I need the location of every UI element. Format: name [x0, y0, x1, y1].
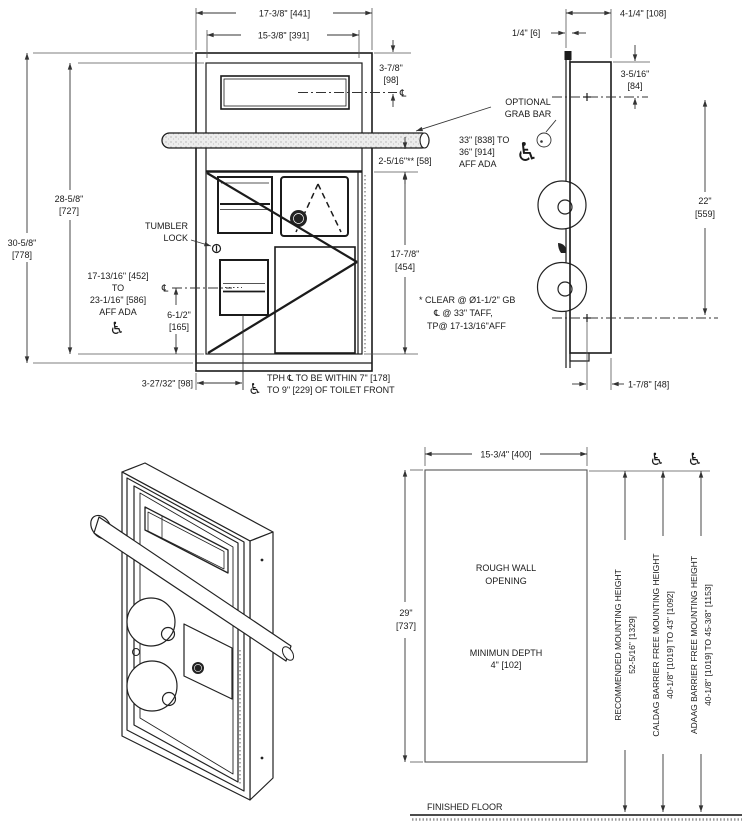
- dim-lower-h-2: [454]: [395, 262, 415, 272]
- rough-depth-label-1: MINIMUN DEPTH: [470, 648, 543, 658]
- tp-height-note-1: 17-13/16" [452]: [87, 271, 148, 281]
- dim-width-outer: 17-3/8" [441]: [259, 9, 310, 19]
- tp-centerline-icon: ℄: [161, 284, 169, 295]
- wheelchair-icon: ♿: [109, 319, 124, 338]
- mount-recommended-label: RECOMMENDED MOUNTING HEIGHT: [613, 569, 623, 721]
- iso-disposal-door: [183, 623, 233, 700]
- dim-top-cl-2: [84]: [627, 81, 642, 91]
- tp-height-note-3: 23-1/16" [586]: [90, 295, 146, 305]
- disposal-emblem-icon: [290, 210, 307, 227]
- tumbler-lock-icon: [211, 243, 222, 254]
- slot-centerline-icon: ℄: [399, 89, 407, 100]
- dim-height-inner-2: [727]: [59, 206, 79, 216]
- dim-flange: 1/4" [6]: [512, 28, 540, 38]
- dim-bar-gap: 2-5/16"** [58]: [378, 156, 431, 166]
- iso-toilet-roll-lower: [126, 660, 178, 712]
- wheelchair-icon: ♿: [649, 450, 664, 469]
- side-cabinet-body: [569, 61, 612, 354]
- iso-side-face: [249, 531, 274, 801]
- mount-adaag-label: ADAAG BARRIER FREE MOUNTING HEIGHT: [689, 556, 699, 734]
- grab-bar: [161, 132, 430, 149]
- rough-opening-label-2: OPENING: [485, 576, 527, 586]
- dim-slot-cl-1: 3-7/8": [379, 63, 403, 73]
- mount-caldag-label: CALDAG BARRIER FREE MOUNTING HEIGHT: [651, 553, 661, 736]
- mounting-height-dimensions: RECOMMENDED MOUNTING HEIGHT 52-5/16" [13…: [613, 471, 713, 812]
- tph-note-1: TPH ℄ TO BE WITHIN 7" [178]: [267, 373, 390, 383]
- disposal-door: [280, 176, 349, 237]
- iso-toilet-roll-upper: [126, 597, 176, 647]
- iso-window-slot: [144, 506, 229, 574]
- rough-dim-width: 15-3/4" [400]: [480, 450, 531, 460]
- front-dimensions: 17-3/8" [441] 15-3/8" [391] 3-7/8" [98] …: [8, 8, 432, 390]
- lower-tissue-door: [219, 259, 269, 316]
- iso-lock-icon: [132, 648, 140, 656]
- mount-recommended-value: 52-5/16" [1329]: [627, 616, 637, 674]
- dim-tp-bottom-1: 6-1/2": [167, 310, 191, 320]
- dim-lower-h-1: 17-7/8": [391, 249, 420, 259]
- dim-height-outer-2: [778]: [12, 250, 32, 260]
- wheelchair-icon: ♿: [687, 450, 702, 469]
- tumbler-lock-label-1: TUMBLER: [145, 221, 189, 231]
- tph-note-2: TO 9" [229] OF TOILET FRONT: [267, 385, 395, 395]
- grab-bar-label-2: GRAB BAR: [505, 109, 552, 119]
- mount-caldag-value: 40-1/8" [1019] TO 43" [1092]: [665, 591, 675, 699]
- front-elevation-view: ℄ ℄: [8, 8, 557, 398]
- upper-tissue-door: [217, 176, 273, 234]
- lower-right-panel: [274, 246, 356, 354]
- rough-opening-label-1: ROUGH WALL: [476, 563, 536, 573]
- rough-opening-rect: [424, 469, 588, 763]
- side-dimensions: 4-1/4" [108] 1/4" [6] 3-5/16" [84] 22" […: [512, 9, 715, 390]
- side-elevation-view: 4-1/4" [108] 1/4" [6] 3-5/16" [84] 22" […: [419, 9, 718, 390]
- dim-tph-offset: 3-27/32" [98]: [142, 379, 193, 389]
- rough-opening-view: 15-3/4" [400] 29" [737] ROUGH WALL OPENI…: [396, 447, 742, 821]
- iso-grab-bar: [90, 514, 295, 662]
- tp-height-note-2: TO: [112, 283, 124, 293]
- dim-slot-cl-2: [98]: [383, 75, 398, 85]
- dim-cl-span-1: 22": [698, 196, 711, 206]
- dim-top-cl-1: 3-5/16": [621, 69, 650, 79]
- dim-back: 1-7/8" [48]: [628, 380, 669, 390]
- front-outer-flange: [195, 52, 373, 372]
- rough-dim-height-2: [737]: [396, 621, 416, 631]
- isometric-view: [90, 462, 295, 801]
- side-note-1: * CLEAR @ Ø1-1/2" GB: [419, 295, 515, 305]
- wheelchair-icon: ♿: [515, 137, 538, 167]
- finished-floor-label: FINISHED FLOOR: [427, 802, 503, 812]
- rough-depth-label-2: 4" [102]: [491, 660, 522, 670]
- dim-height-outer-1: 30-5/8": [8, 238, 37, 248]
- side-note-2: ℄ @ 33" TAFF,: [433, 308, 493, 318]
- grab-height-1: 33" [838] TO: [459, 135, 509, 145]
- tp-height-note-4: AFF ADA: [99, 307, 137, 317]
- grab-bar-section-icon: [536, 132, 552, 148]
- grab-height-3: AFF ADA: [459, 159, 497, 169]
- dim-tp-bottom-2: [165]: [169, 322, 189, 332]
- iso-emblem-icon: [192, 662, 204, 674]
- dim-cl-span-2: [559]: [695, 209, 715, 219]
- dim-width-inner: 15-3/8" [391]: [258, 31, 309, 41]
- front-inner-panel: [205, 62, 363, 355]
- wheelchair-icon: ♿: [248, 381, 261, 398]
- roll-bracket: [558, 243, 567, 253]
- grab-height-2: 36" [914]: [459, 147, 495, 157]
- rough-dim-height-1: 29": [399, 608, 412, 618]
- side-note-3: TP@ 17-13/16"AFF: [427, 321, 506, 331]
- mount-adaag-value: 40-1/8" [1019] TO 45-3/8" [1153]: [703, 584, 713, 706]
- dim-height-inner-1: 28-5/8": [55, 194, 84, 204]
- tumbler-lock-label-2: LOCK: [163, 233, 188, 243]
- grab-bar-label-1: OPTIONAL: [505, 97, 551, 107]
- dim-depth: 4-1/4" [108]: [620, 9, 666, 19]
